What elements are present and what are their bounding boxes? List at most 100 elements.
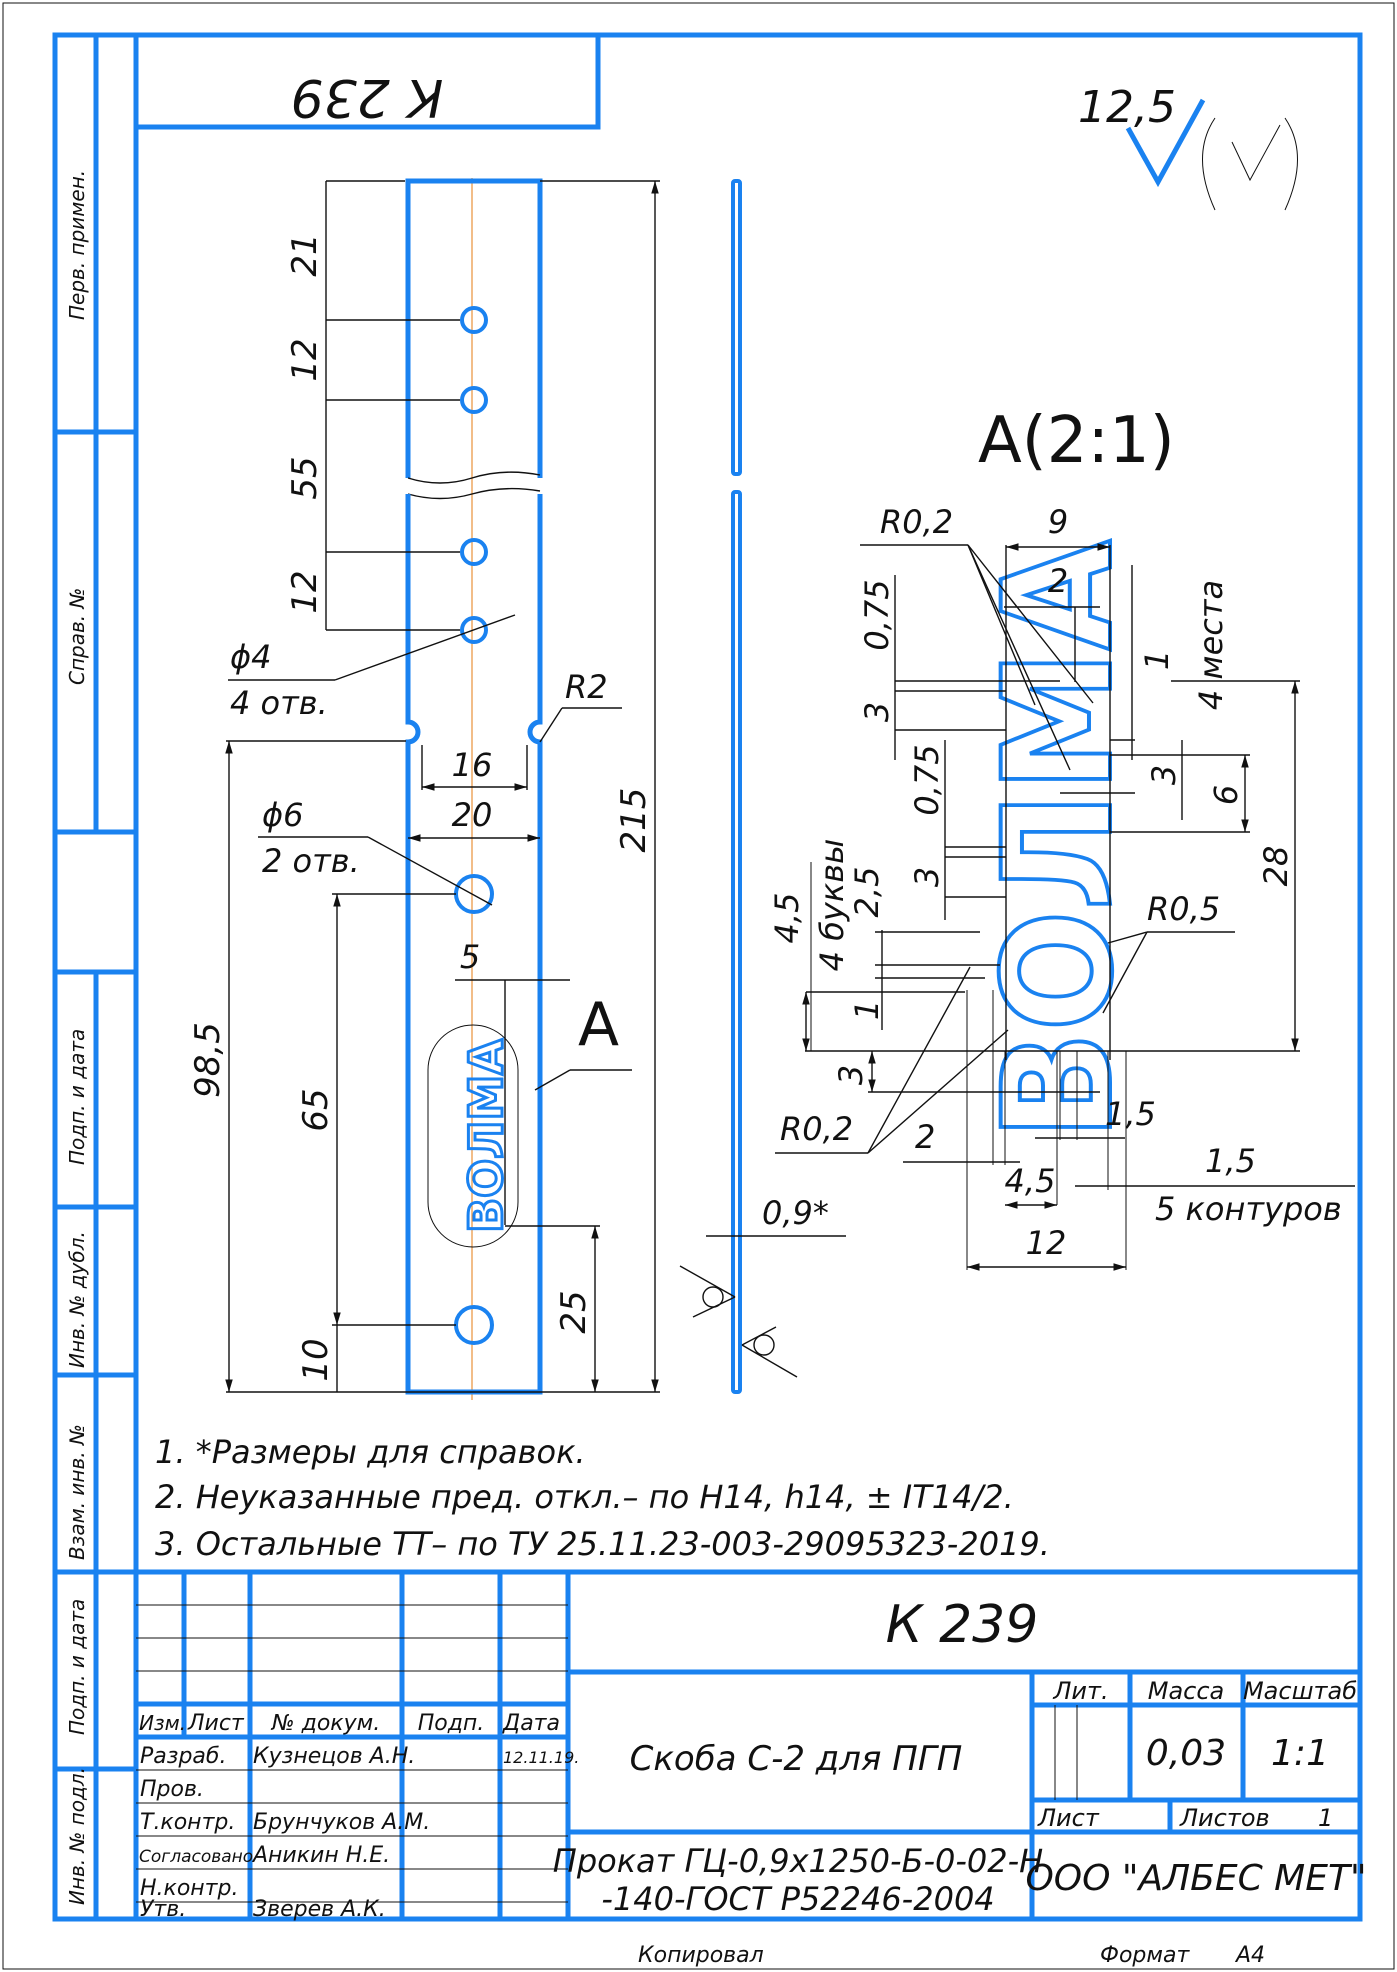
title-block: Изм. Лист № докум. Подп. Дата Разраб. Ку…: [133, 1569, 1367, 1922]
detail-view: А(2:1) ВОЛМА R0,2 9 2 1 4 места: [768, 404, 1355, 1271]
detail-dim-3c: 3: [1145, 765, 1183, 785]
sheets-count: 1: [1318, 1804, 1333, 1832]
detail-letters-label: 4 буквы: [813, 839, 851, 972]
side-label-inv-dubl: Инв. № дубл.: [65, 1231, 89, 1368]
detail-dim-6: 6: [1207, 785, 1245, 805]
thickness-label: 0,9*: [762, 1194, 829, 1232]
name-razrab: Кузнецов А.Н.: [253, 1744, 415, 1769]
hole-4mm-3: [460, 538, 488, 566]
detail-dim-2-top: 2: [1048, 562, 1068, 600]
role-utv: Утв.: [140, 1897, 186, 1922]
detail-dim-4-5-horizontal: 4,5: [1005, 1162, 1056, 1200]
company-name: ООО "АЛБЕС МЕТ": [1025, 1858, 1366, 1899]
note-3: 3. Остальные ТТ– по ТУ 25.11.23-003-2909…: [155, 1525, 1050, 1563]
detail-r02-bottom: R0,2: [780, 1110, 853, 1148]
part-name: Скоба С-2 для ПГП: [630, 1739, 963, 1779]
mass-label: Масса: [1148, 1677, 1225, 1705]
detail-r02-top: R0,2: [880, 503, 953, 541]
detail-dim-075a: 0,75: [858, 579, 896, 650]
sheets-label: Листов: [1179, 1804, 1270, 1832]
note-2: 2. Неуказанные пред. откл.– по Н14, h14,…: [155, 1478, 1014, 1516]
detail-dim-28: 28: [1257, 846, 1295, 887]
hole-6mm-2: [454, 1305, 494, 1345]
dim-10: 10: [296, 1338, 336, 1381]
scale-value: 1:1: [1271, 1733, 1329, 1774]
hole4-quantity-label: 4 отв.: [230, 684, 328, 722]
hole6-diameter-label: ϕ6: [262, 796, 303, 834]
detail-dim-12: 12: [1026, 1224, 1067, 1262]
dim-12b: 12: [285, 570, 325, 613]
format-value: А4: [1234, 1943, 1265, 1968]
roughness-value: 12,5: [1078, 82, 1176, 133]
hole-4mm-1: [460, 306, 488, 334]
header-date: Дата: [502, 1711, 560, 1736]
detail-dim-2-bottom: 2: [915, 1118, 935, 1156]
detail-view-title: А(2:1): [978, 404, 1175, 478]
material-line-1: Прокат ГЦ-0,9х1250-Б-0-02-Н: [553, 1842, 1043, 1880]
hole-6mm-1: [454, 874, 494, 914]
detail-emboss-text: ВОЛМА: [972, 540, 1146, 1140]
material-line-2: -140-ГОСТ Р52246-2004: [601, 1880, 994, 1918]
role-soglasovano: Согласовано: [139, 1847, 253, 1867]
detail-dim-1-5b: 1,5: [1205, 1142, 1256, 1180]
role-prov: Пров.: [140, 1777, 204, 1802]
detail-dim-9: 9: [1048, 503, 1068, 541]
header-izm: Изм.: [139, 1711, 186, 1735]
side-label-sprav-no: Справ. №: [65, 588, 89, 685]
role-n-kontr: Н.контр.: [140, 1876, 238, 1901]
detail-view-marker: А: [578, 990, 619, 1060]
dim-12a: 12: [285, 338, 325, 381]
detail-dim-3-bottom: 3: [832, 1065, 870, 1085]
technical-notes: 1. *Размеры для справок. 2. Неуказанные …: [155, 1433, 1050, 1563]
detail-dim-3b: 3: [908, 867, 946, 887]
name-soglasovano: Аникин Н.Е.: [251, 1843, 390, 1868]
detail-dim-1-bottom: 1: [848, 1000, 886, 1020]
name-t-kontr: Брунчуков А.М.: [253, 1810, 430, 1835]
copied-label: Копировал: [638, 1943, 764, 1968]
header-doc-number: № докум.: [271, 1711, 380, 1736]
dim-215: 215: [614, 788, 654, 853]
main-view: ВОЛМА 21 12 55 12 ϕ4 4 отв. R2 16 20 ϕ6 …: [188, 178, 660, 1400]
notch-radius-label: R2: [565, 668, 608, 706]
detail-contours-label: 5 контуров: [1155, 1190, 1342, 1228]
surface-finish-symbol: 12,5: [1078, 82, 1298, 211]
detail-r05: R0,5: [1147, 890, 1220, 928]
detail-dim-1-top: 1: [1138, 650, 1176, 670]
detail-dim-2-5: 2,5: [848, 867, 886, 918]
top-stamp-designation: К 239: [291, 67, 444, 127]
mass-value: 0,03: [1146, 1733, 1226, 1774]
side-label-podp-data-1: Подп. и дата: [65, 1029, 89, 1165]
dim-98-5: 98,5: [188, 1022, 228, 1098]
dim-65: 65: [296, 1088, 336, 1131]
side-label-vzam-inv: Взам. инв. №: [65, 1424, 89, 1560]
emboss-detail-outline: [427, 1024, 519, 1248]
note-1: 1. *Размеры для справок.: [155, 1433, 586, 1471]
side-view: 0,9*: [679, 179, 846, 1394]
header-list: Лист: [187, 1711, 245, 1736]
side-label-podp-data-2: Подп. и дата: [65, 1599, 89, 1735]
dim-16: 16: [452, 746, 493, 784]
format-label: Формат: [1100, 1943, 1190, 1968]
hole-4mm-2: [460, 386, 488, 414]
header-signature: Подп.: [418, 1711, 485, 1736]
detail-dim-075b: 0,75: [908, 744, 946, 815]
side-label-perv-primen: Перв. примен.: [65, 170, 89, 320]
side-label-inv-podl: Инв. № подл.: [65, 1767, 89, 1905]
role-t-kontr: Т.контр.: [140, 1810, 235, 1835]
drawing-designation: К 239: [886, 1595, 1039, 1655]
role-razrab: Разраб.: [140, 1744, 226, 1769]
scale-label: Масштаб: [1243, 1677, 1357, 1705]
dim-21: 21: [285, 233, 325, 276]
dim-5: 5: [460, 938, 480, 976]
detail-dim-1-5a: 1,5: [1105, 1095, 1156, 1133]
hole-4mm-4: [460, 616, 488, 644]
hole6-quantity-label: 2 отв.: [262, 842, 360, 880]
dim-25: 25: [554, 1290, 594, 1333]
side-column-labels: Перв. примен. Справ. № Подп. и дата Инв.…: [65, 170, 89, 1905]
lit-label: Лит.: [1052, 1677, 1108, 1705]
detail-dim-3a: 3: [858, 702, 896, 722]
hole4-diameter-label: ϕ4: [230, 638, 271, 676]
name-utv: Зверев А.К.: [253, 1897, 386, 1922]
